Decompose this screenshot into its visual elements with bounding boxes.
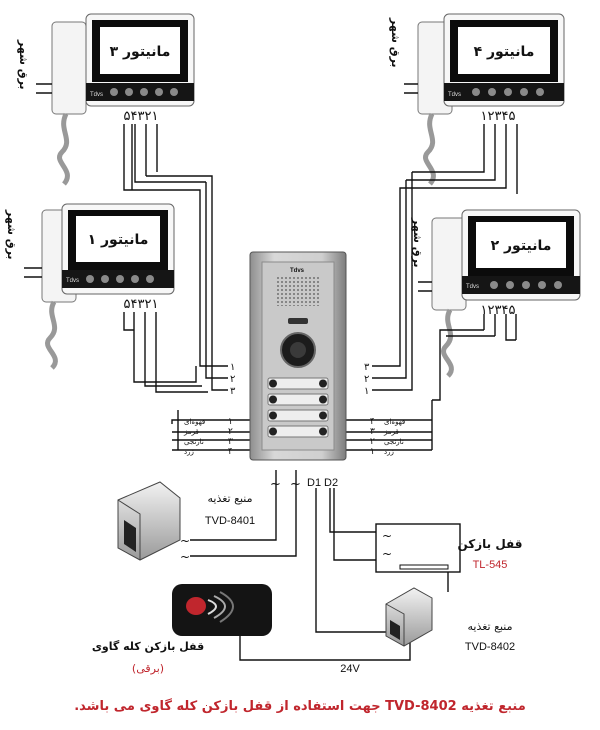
supply1-model: TVD-8401 — [205, 515, 255, 527]
svg-text:D1: D1 — [307, 477, 321, 489]
call-buttons — [267, 377, 329, 438]
city-power-label: برق شهر — [411, 217, 424, 268]
handset — [51, 21, 87, 115]
handset-cord — [57, 112, 70, 186]
handset-cord — [441, 308, 454, 378]
left-wire-labels: قهوه‌ای ۱ قرمز ۲ نارنجی ۳ زرد ۴ — [183, 417, 233, 457]
svg-text:زرد: زرد — [184, 448, 194, 456]
monitor-2: مانیتور ۲ Tdvs برق شهر ۱۲۳۴۵ — [411, 209, 581, 378]
button-strip — [462, 276, 580, 294]
monitor-title: مانیتور ۲ — [491, 238, 552, 254]
monitor-buttons — [86, 275, 154, 283]
svg-text:۴: ۴ — [370, 417, 375, 427]
right-bus-numbers: ۳ ۲ ۱ — [364, 362, 370, 397]
brand-logo: Tdvs — [66, 278, 79, 284]
monitor-4: مانیتور ۴ Tdvs برق شهر ۱۲۳۴۵ — [389, 13, 565, 186]
svg-text:۲: ۲ — [370, 437, 375, 447]
monitor-buttons — [110, 88, 178, 96]
monitor-title: مانیتور ۴ — [474, 44, 535, 60]
screen-title-area — [458, 27, 550, 74]
city-power-label: برق شهر — [17, 39, 30, 90]
panel-terminals: ~ ~ D1 D2 — [270, 477, 338, 492]
electric-strike-lock: قفل بازکن کله گاوی (برقی) — [92, 584, 272, 675]
svg-text:۱: ۱ — [230, 362, 235, 373]
svg-text:قهوه‌ای: قهوه‌ای — [184, 418, 205, 426]
svg-text:~: ~ — [180, 550, 190, 564]
svg-text:D2: D2 — [324, 477, 338, 489]
screen-title-area — [100, 27, 180, 74]
svg-text:زرد: زرد — [384, 448, 394, 456]
lock-body — [172, 584, 272, 636]
panel-logo: Tdvs — [290, 268, 305, 274]
svg-text:~: ~ — [382, 547, 392, 561]
voltage-label: 24V — [340, 663, 360, 675]
lock-box — [375, 523, 461, 573]
monitor-buttons — [490, 281, 562, 289]
brand-logo: Tdvs — [90, 92, 103, 98]
lock-label: قفل بازکن — [457, 537, 522, 551]
svg-text:قرمز: قرمز — [383, 428, 399, 436]
svg-text:قهوه‌ای: قهوه‌ای — [384, 418, 405, 426]
svg-text:۳: ۳ — [370, 427, 375, 437]
footer-note: منبع تغذیه TVD-8402 جهت استفاده از قفل ب… — [74, 698, 526, 714]
screen-title-area — [76, 216, 160, 262]
city-power-label: برق شهر — [389, 17, 402, 68]
terminal-numbers: ۱۲۳۴۵ — [481, 109, 516, 124]
right-wire-labels: ۴ قهوه‌ای ۳ قرمز ۲ نارنجی ۱ زرد — [370, 417, 405, 457]
svg-text:۱: ۱ — [364, 386, 369, 397]
monitor-title: مانیتور ۱ — [88, 232, 149, 248]
supply-box — [117, 481, 181, 561]
screen-title-area — [476, 222, 566, 268]
svg-text:۲: ۲ — [364, 374, 369, 385]
lock-tl545: ~ ~ قفل بازکن TL-545 — [375, 523, 523, 573]
svg-text:~: ~ — [180, 534, 190, 548]
svg-text:۲: ۲ — [228, 427, 233, 437]
svg-text:~: ~ — [270, 477, 281, 492]
power-supply-8401: منبع تغذیه TVD-8401 ~ ~ — [117, 481, 255, 564]
svg-text:نارنجی: نارنجی — [384, 438, 404, 446]
monitor-title: مانیتور ۳ — [110, 44, 171, 60]
svg-text:۳: ۳ — [364, 362, 370, 373]
handset — [431, 217, 467, 311]
svg-text:۳: ۳ — [230, 386, 236, 397]
svg-text:نارنجی: نارنجی — [184, 438, 204, 446]
monitor-buttons — [472, 88, 544, 96]
supply2-label: منبع تغذیه — [468, 620, 513, 633]
speaker-grill — [276, 276, 320, 306]
supply-box — [385, 587, 433, 647]
brand-logo: Tdvs — [466, 284, 479, 290]
monitor-1: مانیتور ۱ Tdvs برق شهر ۵۴۳۲۱ — [5, 203, 175, 370]
lock-light — [186, 597, 206, 615]
brand-logo: Tdvs — [448, 92, 461, 98]
terminal-numbers: ۵۴۳۲۱ — [124, 109, 159, 124]
supply2-model: TVD-8402 — [465, 641, 515, 653]
camera-inner — [290, 342, 306, 358]
supply1-label: منبع تغذیه — [208, 492, 253, 505]
svg-text:۱: ۱ — [370, 447, 375, 457]
gavi-lock-sublabel: (برقی) — [132, 662, 164, 675]
power-supply-8402: منبع تغذیه TVD-8402 — [385, 587, 515, 653]
svg-text:۴: ۴ — [228, 447, 233, 457]
light-sensor — [288, 318, 308, 324]
svg-text:قرمز: قرمز — [183, 428, 199, 436]
lock-model: TL-545 — [473, 559, 508, 571]
gavi-lock-label: قفل بازکن کله گاوی — [92, 640, 204, 653]
svg-text:۳: ۳ — [228, 437, 233, 447]
handset-cord — [423, 112, 436, 186]
monitor-3: مانیتور ۳ Tdvs برق شهر ۵۴۳۲۱ — [17, 13, 195, 186]
svg-text:~: ~ — [290, 477, 301, 492]
door-panel: Tdvs — [249, 251, 347, 461]
terminal-numbers: ۵۴۳۲۱ — [124, 297, 159, 312]
svg-text:۱: ۱ — [228, 417, 233, 427]
handset-cord — [45, 300, 58, 370]
svg-text:~: ~ — [382, 529, 392, 543]
svg-text:۲: ۲ — [230, 374, 235, 385]
city-power-label: برق شهر — [5, 209, 18, 260]
left-bus-numbers: ۱ ۲ ۳ — [230, 362, 236, 397]
terminal-numbers: ۱۲۳۴۵ — [481, 303, 516, 318]
